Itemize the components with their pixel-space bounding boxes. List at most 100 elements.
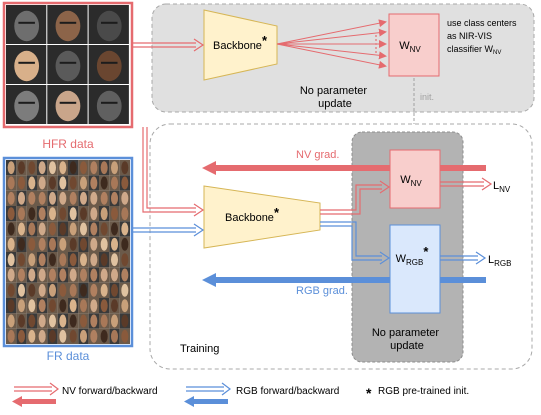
fr-face-thumbnail [109,298,120,314]
fr-face-thumbnail [88,267,99,283]
hfr-face-thumbnail [47,5,88,44]
top-w-nv-label: WNV [399,40,421,54]
fr-face-thumbnail [57,175,68,191]
training-backbone-label: Backbone* [225,205,280,224]
fr-face-thumbnail [88,282,99,298]
fr-face-thumbnail [78,160,89,176]
fr-face-thumbnail [57,282,68,298]
fr-face-thumbnail [119,160,130,176]
hfr-face-grid [6,5,129,124]
fr-face-thumbnail [88,313,99,329]
fr-face-thumbnail [109,175,120,191]
hfr-face-thumbnail [47,45,88,84]
fr-face-thumbnail [47,160,58,176]
fr-face-thumbnail [78,190,89,206]
fr-face-thumbnail [37,206,48,222]
fr-face-thumbnail [88,221,99,237]
backbone-to-w-nv-arrow [320,180,391,215]
fr-face-thumbnail [26,282,37,298]
top-fanout-arrows [276,19,387,69]
fr-face-thumbnail [88,206,99,222]
fr-face-thumbnail [37,252,48,268]
fr-face-thumbnail [78,298,89,314]
fr-face-thumbnail [68,190,79,206]
fr-face-thumbnail [88,175,99,191]
fr-face-thumbnail [26,313,37,329]
fr-face-thumbnail [109,313,120,329]
fr-face-thumbnail [47,206,58,222]
fr-face-thumbnail [109,267,120,283]
fr-face-thumbnail [47,313,58,329]
fr-face-thumbnail [99,313,110,329]
fr-face-thumbnail [57,313,68,329]
top-fanout-ellipsis [375,35,377,53]
fr-face-thumbnail [119,206,130,222]
fr-face-thumbnail [99,298,110,314]
fr-face-thumbnail [57,252,68,268]
fr-face-thumbnail [119,175,130,191]
fr-face-thumbnail [57,236,68,252]
fr-face-thumbnail [99,282,110,298]
fr-face-thumbnail [16,313,27,329]
fr-face-thumbnail [6,221,17,237]
w-rgb-to-loss-arrow [440,251,487,265]
fr-face-thumbnail [6,313,17,329]
fr-face-thumbnail [109,282,120,298]
fr-face-thumbnail [99,236,110,252]
fr-face-thumbnail [47,282,58,298]
training-backbone [203,185,321,249]
fr-face-thumbnail [37,236,48,252]
fr-face-thumbnail [109,252,120,268]
fr-face-thumbnail [16,206,27,222]
top-w-nv-box [388,13,440,77]
fr-face-thumbnail [88,160,99,176]
legend-pretrained-label: RGB pre-trained init. [378,386,469,397]
fr-face-thumbnail [68,313,79,329]
rgb-grad-label: RGB grad. [296,285,348,297]
fr-face-thumbnail [88,190,99,206]
fr-face-thumbnail [16,236,27,252]
hfr-face-thumbnail [47,85,88,124]
fr-face-thumbnail [78,206,89,222]
fr-face-thumbnail [26,175,37,191]
hfr-face-thumbnail [88,45,129,84]
fr-face-thumbnail [78,221,89,237]
fr-face-thumbnail [119,221,130,237]
hfr-face-thumbnail [6,45,47,84]
fr-face-thumbnail [57,206,68,222]
fr-face-thumbnail [99,160,110,176]
fr-face-thumbnail [47,298,58,314]
fr-face-thumbnail [6,160,17,176]
fr-face-thumbnail [37,298,48,314]
fr-face-thumbnail [26,190,37,206]
fr-face-thumbnail [109,221,120,237]
fr-face-thumbnail [119,252,130,268]
fr-face-thumbnail [119,190,130,206]
fr-face-thumbnail [37,175,48,191]
fr-face-thumbnail [57,160,68,176]
hfr-data-label: HFR data [42,137,94,151]
fr-face-thumbnail [37,313,48,329]
fr-face-thumbnail [16,267,27,283]
hfr-to-training-backbone-arrow [142,127,205,217]
fr-face-thumbnail [68,298,79,314]
fr-face-thumbnail [99,175,110,191]
fr-face-thumbnail [16,298,27,314]
fr-face-thumbnail [119,328,130,344]
fr-face-thumbnail [47,221,58,237]
fr-face-thumbnail [6,206,17,222]
fr-face-thumbnail [88,252,99,268]
hfr-face-thumbnail [88,5,129,44]
fr-face-thumbnail [68,160,79,176]
fr-face-thumbnail [6,282,17,298]
fr-face-thumbnail [99,221,110,237]
fr-face-thumbnail [109,206,120,222]
fr-face-thumbnail [109,328,120,344]
fr-face-thumbnail [6,298,17,314]
fr-face-thumbnail [16,175,27,191]
fr-face-thumbnail [99,267,110,283]
fr-face-thumbnail [26,206,37,222]
fr-face-thumbnail [68,236,79,252]
fr-face-thumbnail [78,328,89,344]
fr-face-thumbnail [47,190,58,206]
